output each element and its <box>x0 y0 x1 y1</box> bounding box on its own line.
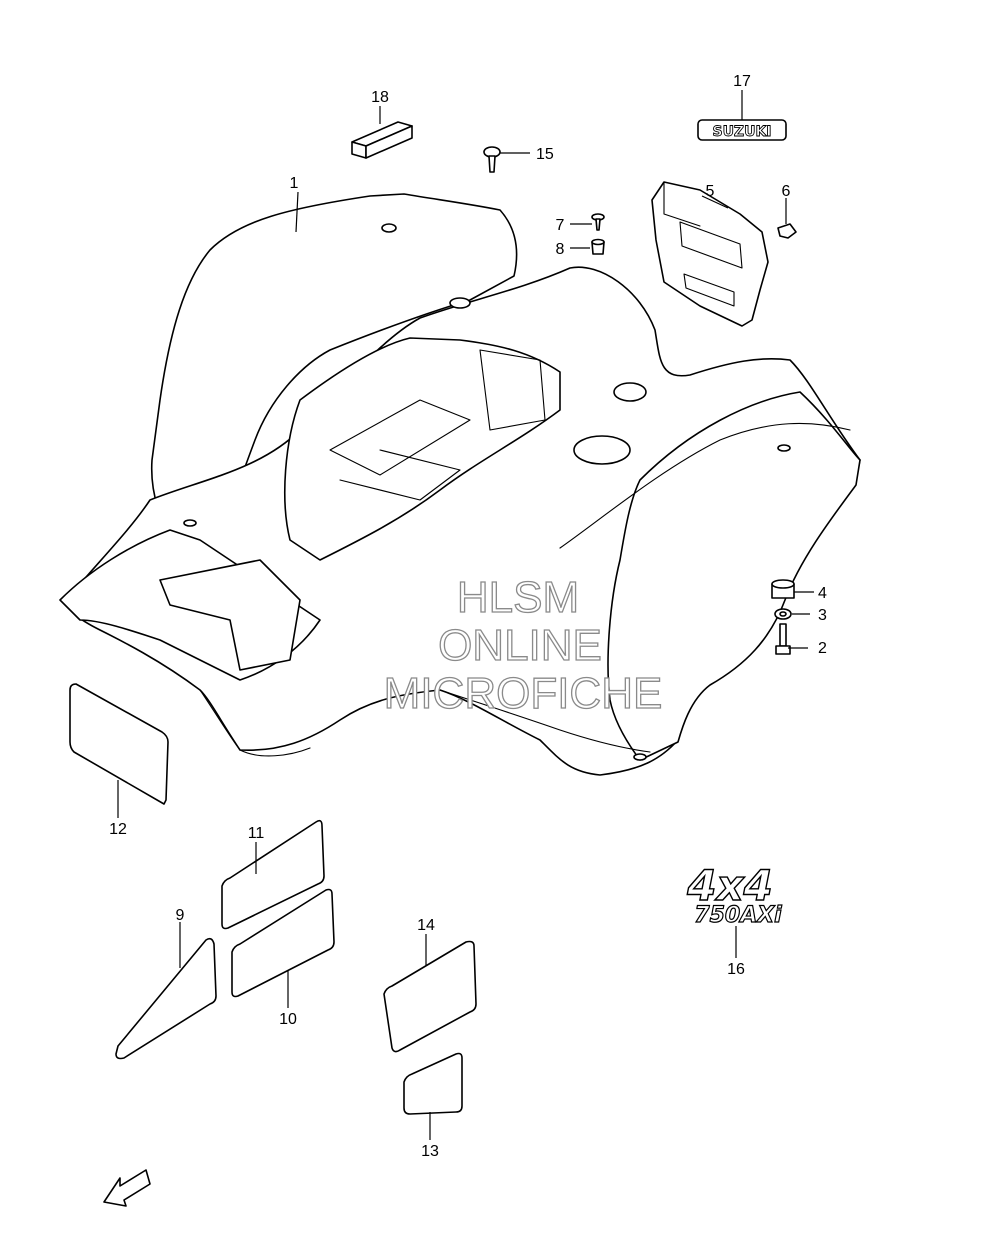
callout-3: 3 <box>818 607 827 624</box>
callout-2: 2 <box>818 640 827 657</box>
watermark-line1: HLSM <box>457 573 579 622</box>
emblem-17-text: SUZUKI <box>712 124 771 140</box>
part-5-bracket[interactable] <box>651 181 769 327</box>
fender-left-edge <box>199 689 311 757</box>
part-2-bolt[interactable] <box>775 623 791 655</box>
tray-rib-1 <box>329 399 471 476</box>
emblem-16-line1: 4x4 <box>686 861 773 910</box>
part-12-decal[interactable] <box>69 683 169 805</box>
callout-6: 6 <box>782 183 791 200</box>
part-15-screw[interactable] <box>483 146 501 173</box>
part-7-screw[interactable] <box>591 213 605 231</box>
part-4-cushion[interactable] <box>771 579 795 599</box>
rear-fender[interactable] <box>59 193 861 776</box>
callout-11: 11 <box>248 825 265 842</box>
callout-17: 17 <box>733 73 751 90</box>
bolt-2-head <box>775 645 791 655</box>
cushion-4-top <box>771 579 795 589</box>
bolt-2-shank <box>779 623 787 647</box>
callout-4: 4 <box>818 585 827 602</box>
watermark: HLSM ONLINE MICROFICHE <box>383 572 663 718</box>
washer-3-hole <box>779 611 787 617</box>
tray-rib-3 <box>339 449 461 501</box>
callout-16: 16 <box>727 961 745 978</box>
part-14-decal[interactable] <box>383 940 477 1053</box>
fender-right-panel <box>607 391 861 761</box>
fender-hole-1 <box>381 223 397 233</box>
grommet-8-top <box>591 238 605 246</box>
part-16-emblem[interactable]: 4x4 750AXi <box>686 860 783 928</box>
part-18-block[interactable] <box>351 121 413 159</box>
leader-lines <box>117 90 814 1140</box>
callout-7: 7 <box>556 217 565 234</box>
callout-10: 10 <box>279 1011 297 1028</box>
block-side <box>365 125 413 159</box>
fender-hole-4 <box>777 444 791 452</box>
fender-hole-2 <box>449 297 471 309</box>
callout-18: 18 <box>371 89 389 106</box>
part-10-decal[interactable] <box>231 888 335 998</box>
callout-8: 8 <box>556 241 565 258</box>
fwd-arrow-shape <box>103 1169 151 1207</box>
fender-round-recess <box>573 435 631 465</box>
part-6-clip[interactable] <box>777 223 797 239</box>
part-11-decal[interactable] <box>221 819 325 930</box>
part-13-decal[interactable] <box>403 1052 463 1115</box>
fender-hole-5 <box>633 753 647 761</box>
watermark-line3: MICROFICHE <box>384 669 663 718</box>
callout-15: 15 <box>536 146 554 163</box>
fender-lower-rail <box>439 689 651 753</box>
bracket-5-flange <box>663 181 701 227</box>
callout-numbers: 1 2 3 4 5 6 7 8 9 10 11 12 13 14 15 16 1… <box>109 73 827 1160</box>
callout-14: 14 <box>417 917 435 934</box>
screw-15-shank <box>488 155 496 173</box>
part-8-grommet[interactable] <box>591 238 605 255</box>
callout-9: 9 <box>176 907 185 924</box>
clip-6-body <box>777 223 797 239</box>
emblem-16-line2: 750AXi <box>694 903 782 928</box>
fender-hole-3 <box>613 382 647 402</box>
screw-7-shank <box>595 218 601 231</box>
tray-rib-2 <box>479 349 546 431</box>
fender-hole-6 <box>183 519 197 527</box>
part-9-decal[interactable] <box>115 937 217 1060</box>
bracket-5-slot-1 <box>679 221 743 269</box>
watermark-line2: ONLINE <box>438 621 602 670</box>
bracket-5-body <box>651 181 769 327</box>
fwd-arrow: FWD <box>103 1169 151 1207</box>
callout-12: 12 <box>109 821 127 838</box>
part-3-washer[interactable] <box>774 608 792 620</box>
callout-13: 13 <box>421 1143 439 1160</box>
fender-right-rim <box>559 422 851 549</box>
part-17-suzuki-emblem[interactable]: SUZUKI <box>697 119 787 141</box>
fender-tail-bracket <box>159 559 301 671</box>
callout-5: 5 <box>706 183 715 200</box>
callout-1: 1 <box>290 175 299 192</box>
bracket-5-slot-2 <box>683 273 735 307</box>
